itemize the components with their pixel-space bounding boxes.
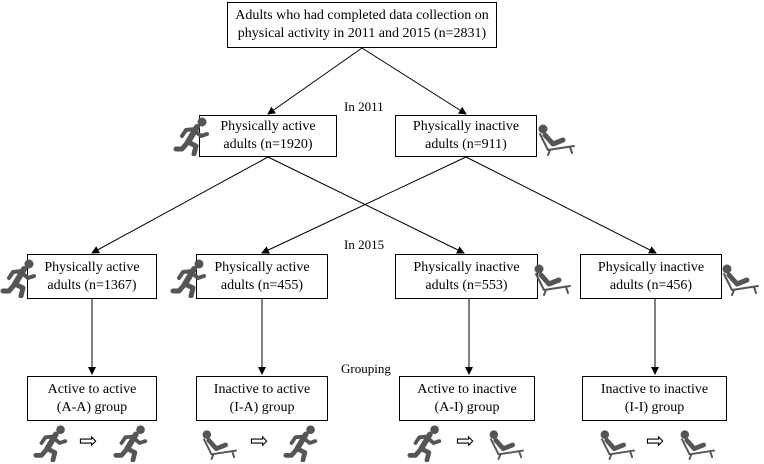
box4-line1: Physically inactive (597, 259, 705, 275)
stage-label-grouping: Grouping (341, 361, 391, 376)
group-ai-line1: Active to inactive (417, 381, 517, 397)
running-person-icon (407, 425, 442, 462)
stage-label-2015: In 2015 (344, 237, 385, 252)
group-box-ii: Inactive to inactive (I-I) group (582, 376, 727, 421)
reclining-person-icon (680, 430, 715, 460)
transition-arrow-icon: ⇨ (646, 429, 665, 454)
reclining-person-icon (722, 264, 759, 296)
group-ii-line2: (I-I) group (624, 399, 685, 415)
reclining-person-icon (534, 264, 571, 296)
box1-line2: adults (n=1367) (47, 277, 137, 293)
edge-active2011-to-box1 (91, 156, 269, 254)
group-box-ai: Active to inactive (A-I) group (399, 376, 535, 421)
running-person-icon (113, 425, 148, 462)
transition-arrow-icon: ⇨ (250, 429, 269, 454)
reclining-person-icon (202, 430, 237, 460)
edge-root-to-inactive-2011 (361, 47, 467, 115)
running-person-icon (170, 259, 206, 298)
active-2015-box-1: Physically active adults (n=1367) (27, 254, 157, 299)
group-aa-line2: (A-A) group (56, 399, 128, 415)
group-ai-line2: (A-I) group (434, 399, 500, 415)
box3-line2: adults (n=553) (425, 277, 508, 293)
box2-line2: adults (n=455) (220, 277, 304, 293)
root-line2: physical activity in 2011 and 2015 (n=28… (237, 26, 487, 41)
active-2011-line1: Physically active (220, 119, 316, 134)
inactive-2011-line1: Physically inactive (412, 119, 520, 134)
group-ia-line2: (I-A) group (229, 399, 295, 415)
active-2015-box-2: Physically active adults (n=455) (196, 254, 328, 299)
inactive-2011-box: Physically inactive adults (n=911) (395, 115, 537, 157)
box1-line1: Physically active (44, 259, 140, 275)
stage-label-2011: In 2011 (344, 99, 384, 114)
group-box-aa: Active to active (A-A) group (27, 376, 157, 421)
reclining-person-icon (489, 430, 524, 460)
active-2011-line2: adults (n=1920) (223, 137, 313, 152)
group-aa-line1: Active to active (47, 381, 137, 397)
reclining-person-icon (600, 430, 635, 460)
group-ii-line1: Inactive to inactive (600, 381, 709, 397)
edge-active2011-to-box3 (267, 156, 465, 254)
root-line1: Adults who had completed data collection… (235, 8, 489, 23)
group-box-ia: Inactive to active (I-A) group (196, 376, 328, 421)
inactive-2015-box-3: Physically inactive adults (n=553) (395, 254, 538, 299)
root-box: Adults who had completed data collection… (227, 2, 497, 48)
box3-line1: Physically inactive (413, 259, 520, 275)
box4-line2: adults (n=456) (609, 277, 693, 293)
transition-arrow-icon: ⇨ (79, 429, 98, 454)
running-person-icon (283, 425, 318, 462)
edge-inactive2011-to-box4 (465, 156, 657, 254)
running-person-icon (0, 259, 36, 298)
inactive-2011-line2: adults (n=911) (425, 137, 507, 152)
running-person-icon (173, 117, 209, 156)
active-2011-box: Physically active adults (n=1920) (199, 115, 337, 157)
reclining-person-icon (538, 124, 575, 156)
edge-inactive2011-to-box2 (261, 156, 467, 254)
running-person-icon (33, 425, 68, 462)
edge-root-to-active-2011 (267, 47, 363, 115)
transition-arrow-icon: ⇨ (456, 429, 475, 454)
inactive-2015-box-4: Physically inactive adults (n=456) (580, 254, 722, 299)
box2-line1: Physically active (214, 259, 310, 275)
group-ia-line1: Inactive to active (213, 381, 311, 397)
